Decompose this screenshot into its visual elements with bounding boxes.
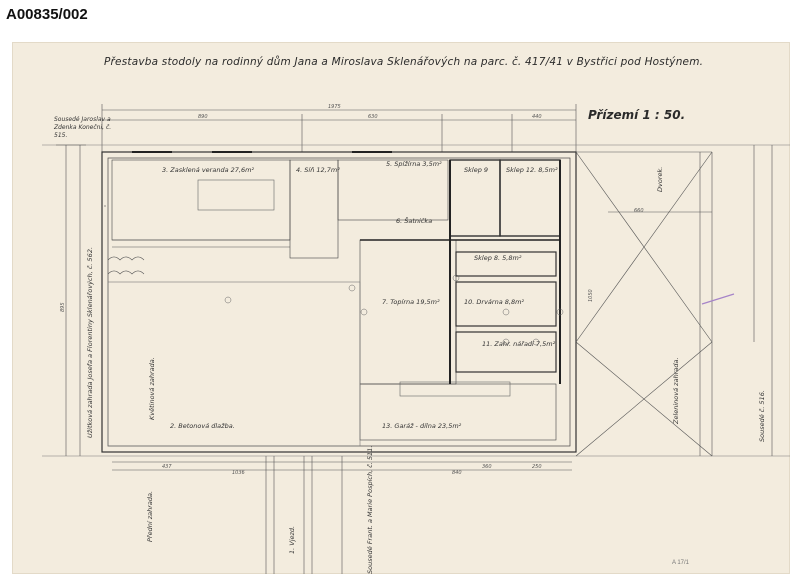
dim-top-c: 440 bbox=[532, 114, 542, 120]
room-label: 13. Garáž - dílna 23,5m² bbox=[382, 422, 462, 430]
outside-label-vjezd: 1. Vjezd. bbox=[288, 525, 296, 554]
outside-label-predni: Přední zahrada. bbox=[146, 490, 154, 542]
room-label: 10. Drvárna 8,8m² bbox=[464, 298, 525, 306]
room-label: 4. Síň 12,7m² bbox=[296, 166, 340, 174]
dim-bottom-e: 250 bbox=[532, 464, 542, 470]
outside-label-dvorek: Dvorek. bbox=[656, 166, 664, 192]
neighbor-top-left: Sousedé Jaroslav a Zdenka Konečni, č. 51… bbox=[54, 116, 112, 139]
archive-id: A00835/002 bbox=[6, 6, 88, 23]
dim-top-total: 1975 bbox=[328, 104, 341, 110]
dim-bottom-c: 840 bbox=[452, 470, 462, 476]
room-label: 3. Zasklená veranda 27,6m² bbox=[162, 166, 255, 174]
dim-left-total: 895 bbox=[60, 302, 66, 312]
archive-stamp: A 17/1 bbox=[672, 560, 690, 566]
room-label: 6. Šatnička bbox=[396, 217, 433, 225]
neighbor-right: Sousedé č. 516. bbox=[758, 390, 766, 442]
outside-label-kvetinova: Květinová zahrada. bbox=[148, 357, 156, 420]
dim-top-b: 630 bbox=[368, 114, 378, 120]
room-label: Sklep 8. 5,8m² bbox=[474, 254, 522, 262]
dim-bottom-a: 437 bbox=[162, 464, 172, 470]
dim-top-a: 890 bbox=[198, 114, 208, 120]
dim-right-gap: 660 bbox=[634, 208, 644, 214]
neighbor-bottom: Sousedé Frant. a Marie Pospích, č. 511. bbox=[366, 445, 374, 574]
neighbor-left: Užitková zahrada Josefa a Florentiny Skl… bbox=[86, 246, 94, 438]
room-label: 5. Spížírna 3,5m² bbox=[386, 160, 442, 168]
room-label: Sklep 12. 8,5m² bbox=[506, 166, 558, 174]
floor-scale-label: Přízemí 1 : 50. bbox=[588, 108, 686, 122]
dim-right-total: 1050 bbox=[588, 289, 594, 302]
room-label: 7. Topírna 19,5m² bbox=[382, 298, 440, 306]
dim-bottom-b: 1036 bbox=[232, 470, 245, 476]
outside-label-zelinova: Zeleninová zahrada. bbox=[672, 357, 680, 424]
room-label: Sklep 9 bbox=[464, 166, 489, 174]
room-label: 2. Betonová dlažba. bbox=[170, 422, 235, 430]
drawing-title: Přestavba stodoly na rodinný dům Jana a … bbox=[104, 56, 704, 68]
room-label: 11. Zahr. nářadí 7,5m² bbox=[482, 340, 556, 348]
floor-plan-lines bbox=[42, 104, 790, 574]
drawing-sheet: Přestavba stodoly na rodinný dům Jana a … bbox=[12, 42, 790, 574]
dim-bottom-d: 360 bbox=[482, 464, 492, 470]
